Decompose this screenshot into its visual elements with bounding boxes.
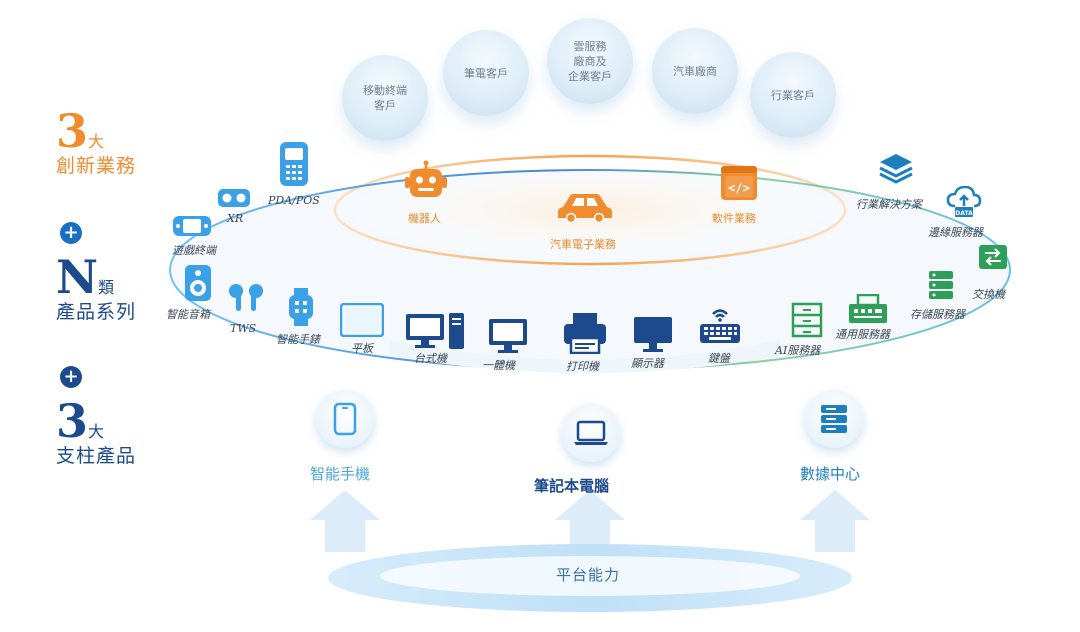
ai-server-label: AI服務器 — [775, 344, 821, 357]
customer-bubble-auto: 汽車廠商 — [652, 28, 738, 114]
legend-product-label: 產品系列 — [56, 301, 137, 323]
tablet-icon — [340, 303, 384, 337]
pillar-datacenter-circle — [805, 390, 863, 448]
platform-ring-inner — [380, 556, 800, 596]
desktop-icon — [406, 313, 464, 349]
legend-pillar-suffix: 大 — [88, 422, 105, 441]
edge-server-icon: DATA — [946, 186, 982, 217]
smartwatch-label: 智能手錶 — [276, 333, 320, 346]
car-icon — [558, 194, 612, 223]
legend-innovation-number: 3 — [56, 104, 89, 158]
platform-label: 平台能力 — [556, 566, 621, 584]
customer-bubble-industry: 行業客戶 — [750, 52, 836, 138]
earbuds-icon — [229, 284, 263, 311]
all-in-one-icon — [489, 319, 527, 353]
ai-server-icon — [791, 302, 823, 338]
monitor-icon — [634, 317, 672, 352]
general-server-icon — [849, 294, 887, 323]
keyboard-icon — [700, 309, 740, 343]
robot-label: 機器人 — [408, 212, 441, 225]
legend-innovation-suffix: 大 — [88, 132, 105, 151]
smartwatch-icon — [289, 288, 313, 326]
orange-ring — [333, 154, 847, 266]
xr-label: XR — [227, 212, 244, 225]
server-stack-icon — [821, 405, 847, 433]
monitor-label: 顯示器 — [631, 357, 664, 370]
pillar-laptop-circle — [562, 404, 620, 462]
edge-server-label: 邊緣服務器 — [928, 226, 983, 239]
software-label: 軟件業務 — [712, 212, 756, 225]
smartphone-icon — [333, 402, 357, 436]
switch-label: 交換機 — [972, 288, 1005, 301]
plus-icon: + — [60, 222, 82, 244]
switch-icon — [979, 245, 1007, 269]
robot-icon — [405, 160, 447, 197]
svg-text:</>: </> — [728, 181, 750, 195]
pillar-phone-label: 智能手機 — [310, 465, 371, 483]
legend-pillar: 3大 支柱產品 — [56, 398, 136, 468]
legend-product-number: N — [56, 250, 99, 304]
game-console-icon — [173, 216, 211, 236]
tablet-label: 平板 — [351, 342, 373, 355]
pos-terminal-icon — [280, 142, 308, 186]
auto-electronics-label: 汽車電子業務 — [550, 238, 616, 251]
storage-server-label: 存儲服務器 — [910, 308, 965, 321]
pc-shelf — [390, 340, 780, 373]
layers-icon — [879, 154, 913, 184]
printer-icon — [564, 313, 606, 354]
arrow-phone — [310, 490, 380, 552]
printer-label: 打印機 — [566, 360, 599, 373]
legend-pillar-label: 支柱產品 — [56, 445, 137, 467]
pillar-laptop-label: 筆記本電腦 — [534, 477, 610, 495]
legend-innovation: 3大 創新業務 — [56, 108, 136, 178]
legend-product-suffix: 類 — [98, 278, 115, 297]
legend-product: N類 產品系列 — [56, 254, 136, 324]
all-in-one-label: 一體機 — [482, 359, 515, 372]
arrow-datacenter — [800, 490, 870, 552]
plus-icon: + — [60, 366, 82, 388]
legend-innovation-label: 創新業務 — [56, 155, 137, 177]
customer-bubble-cloud: 雲服務 廠商及 企業客戶 — [547, 18, 633, 104]
data-tag: DATA — [955, 210, 973, 217]
storage-server-icon — [929, 271, 953, 299]
keyboard-label: 鍵盤 — [708, 352, 730, 365]
code-window-icon: </> — [721, 166, 757, 200]
game-terminal-label: 遊戲終端 — [172, 244, 216, 257]
legend-pillar-number: 3 — [56, 394, 89, 448]
pillar-phone-circle — [316, 390, 374, 448]
desktop-label: 台式機 — [414, 352, 447, 365]
pda-pos-label: PDA/POS — [268, 194, 320, 207]
customer-bubble-mobile: 移動終端 客戶 — [342, 55, 428, 141]
laptop-icon — [574, 420, 608, 445]
vr-headset-icon — [218, 189, 250, 207]
general-server-label: 通用服務器 — [835, 328, 890, 341]
arrow-laptop — [555, 490, 625, 552]
smart-speaker-label: 智能音箱 — [166, 308, 210, 321]
customer-bubble-laptop: 筆電客戶 — [443, 30, 529, 116]
speaker-icon — [185, 265, 211, 301]
tws-label: TWS — [230, 322, 257, 335]
pillar-datacenter-label: 數據中心 — [800, 465, 861, 483]
industry-solutions-label: 行業解決方案 — [856, 198, 922, 211]
